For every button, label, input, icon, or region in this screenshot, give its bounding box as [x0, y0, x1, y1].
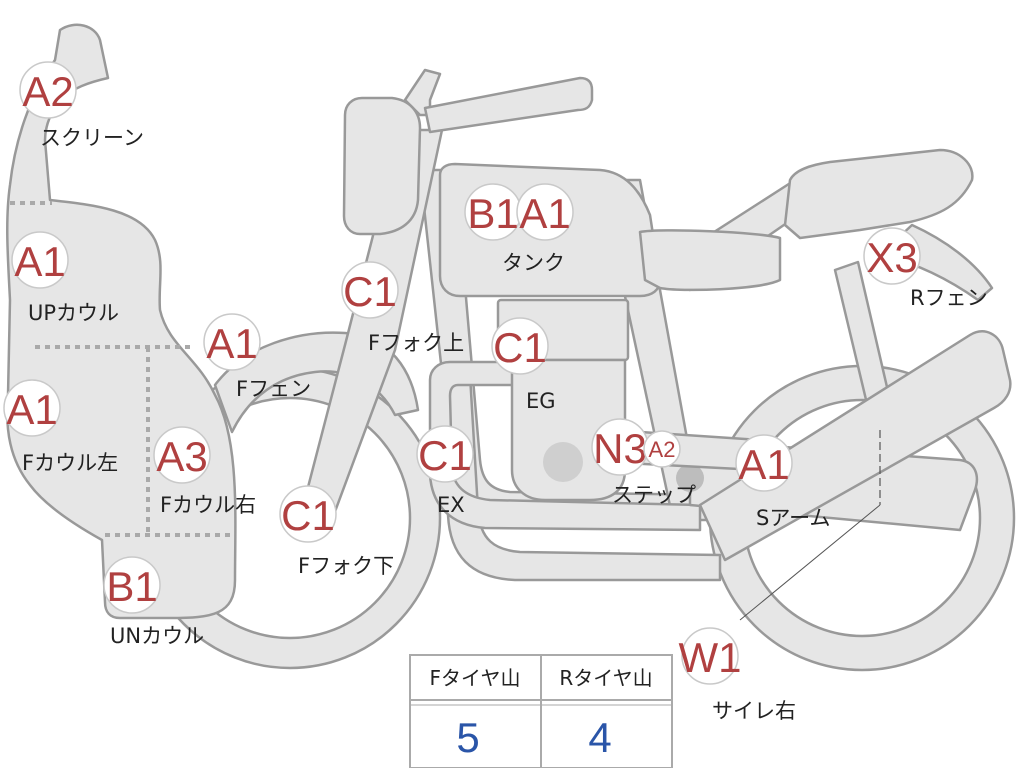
upcowl-code: A1: [14, 238, 65, 285]
rear-tire-value: 4: [588, 714, 611, 761]
handlebar-grip: [423, 76, 594, 134]
tank-label: タンク: [502, 251, 565, 275]
bike-illustration: [5, 23, 1016, 672]
fcowl-right-label: Fカウル右: [160, 493, 256, 517]
engine-code: C1: [493, 324, 547, 371]
upcowl-label: UPカウル: [28, 301, 119, 325]
swingarm-marker[interactable]: A1 Sアーム: [735, 434, 830, 530]
engine-label: EG: [526, 389, 556, 413]
handlebar: [403, 68, 442, 117]
rfender-code: X3: [866, 234, 917, 281]
step-peg-dot: [676, 464, 704, 492]
tire-tread-table: Fタイヤ山 Rタイヤ山 5 4: [409, 654, 673, 768]
silencer-marker[interactable]: W1 サイレ右: [679, 627, 797, 723]
ffork-lower-code: C1: [281, 492, 335, 539]
step-marker[interactable]: N3 A2 ステップ: [591, 418, 696, 507]
engine-block: [510, 358, 627, 502]
ffork-lower-label: Fフォク下: [298, 554, 394, 578]
exhaust-label: EX: [437, 493, 465, 517]
fcowl-right-code: A3: [156, 433, 207, 480]
headlight: [342, 96, 422, 236]
ffender-code: A1: [206, 320, 257, 367]
screen-marker[interactable]: A2 スクリーン: [19, 61, 144, 150]
ffender-label: Fフェン: [236, 377, 311, 401]
screen-label: スクリーン: [40, 126, 144, 150]
uncowl-marker[interactable]: B1 UNカウル: [103, 556, 204, 648]
fcowl-left-code: A1: [6, 386, 57, 433]
engine-marker[interactable]: C1 EG: [491, 317, 556, 413]
exhaust-marker[interactable]: C1 EX: [416, 425, 474, 517]
fcowl-left-label: Fカウル左: [22, 451, 118, 475]
uncowl-label: UNカウル: [110, 624, 204, 648]
uncowl-code: B1: [106, 563, 157, 610]
silencer-code: W1: [679, 634, 742, 681]
silencer-label: サイレ右: [712, 699, 796, 723]
ffork-upper-label: Fフォク上: [368, 331, 464, 355]
tank-marker[interactable]: B1 A1 タンク: [464, 183, 574, 275]
silencer-shape: [698, 330, 1012, 562]
ffender-marker[interactable]: A1 Fフェン: [203, 313, 311, 401]
front-tire-value: 5: [456, 714, 479, 761]
rfender-label: Rフェン: [910, 286, 988, 310]
step-code-2: A2: [649, 437, 676, 462]
side-cover: [638, 229, 782, 292]
swingarm-code: A1: [738, 441, 789, 488]
ffork-lower-marker[interactable]: C1 Fフォク下: [279, 485, 394, 578]
ffork-upper-code: C1: [343, 268, 397, 315]
tank-code-1: B1: [467, 190, 518, 237]
swingarm-leader: [739, 504, 881, 621]
exhaust-code: C1: [418, 432, 472, 479]
step-label: ステップ: [612, 483, 696, 507]
rear-tire-header: Rタイヤ山: [559, 666, 652, 690]
swingarm-label: Sアーム: [756, 506, 830, 530]
screen-code: A2: [22, 68, 73, 115]
rfender-marker[interactable]: X3 Rフェン: [863, 227, 988, 310]
fcowl-left-marker[interactable]: A1 Fカウル左: [3, 379, 118, 475]
fcowl-right-marker[interactable]: A3 Fカウル右: [153, 426, 256, 517]
ffork-upper-marker[interactable]: C1 Fフォク上: [341, 261, 464, 355]
step-code: N3: [593, 425, 647, 472]
tank-code-2: A1: [519, 190, 570, 237]
seat-shape: [783, 148, 974, 240]
front-tire-header: Fタイヤ山: [430, 666, 521, 690]
engine-cover: [543, 442, 583, 482]
upcowl-marker[interactable]: A1 UPカウル: [11, 231, 119, 325]
